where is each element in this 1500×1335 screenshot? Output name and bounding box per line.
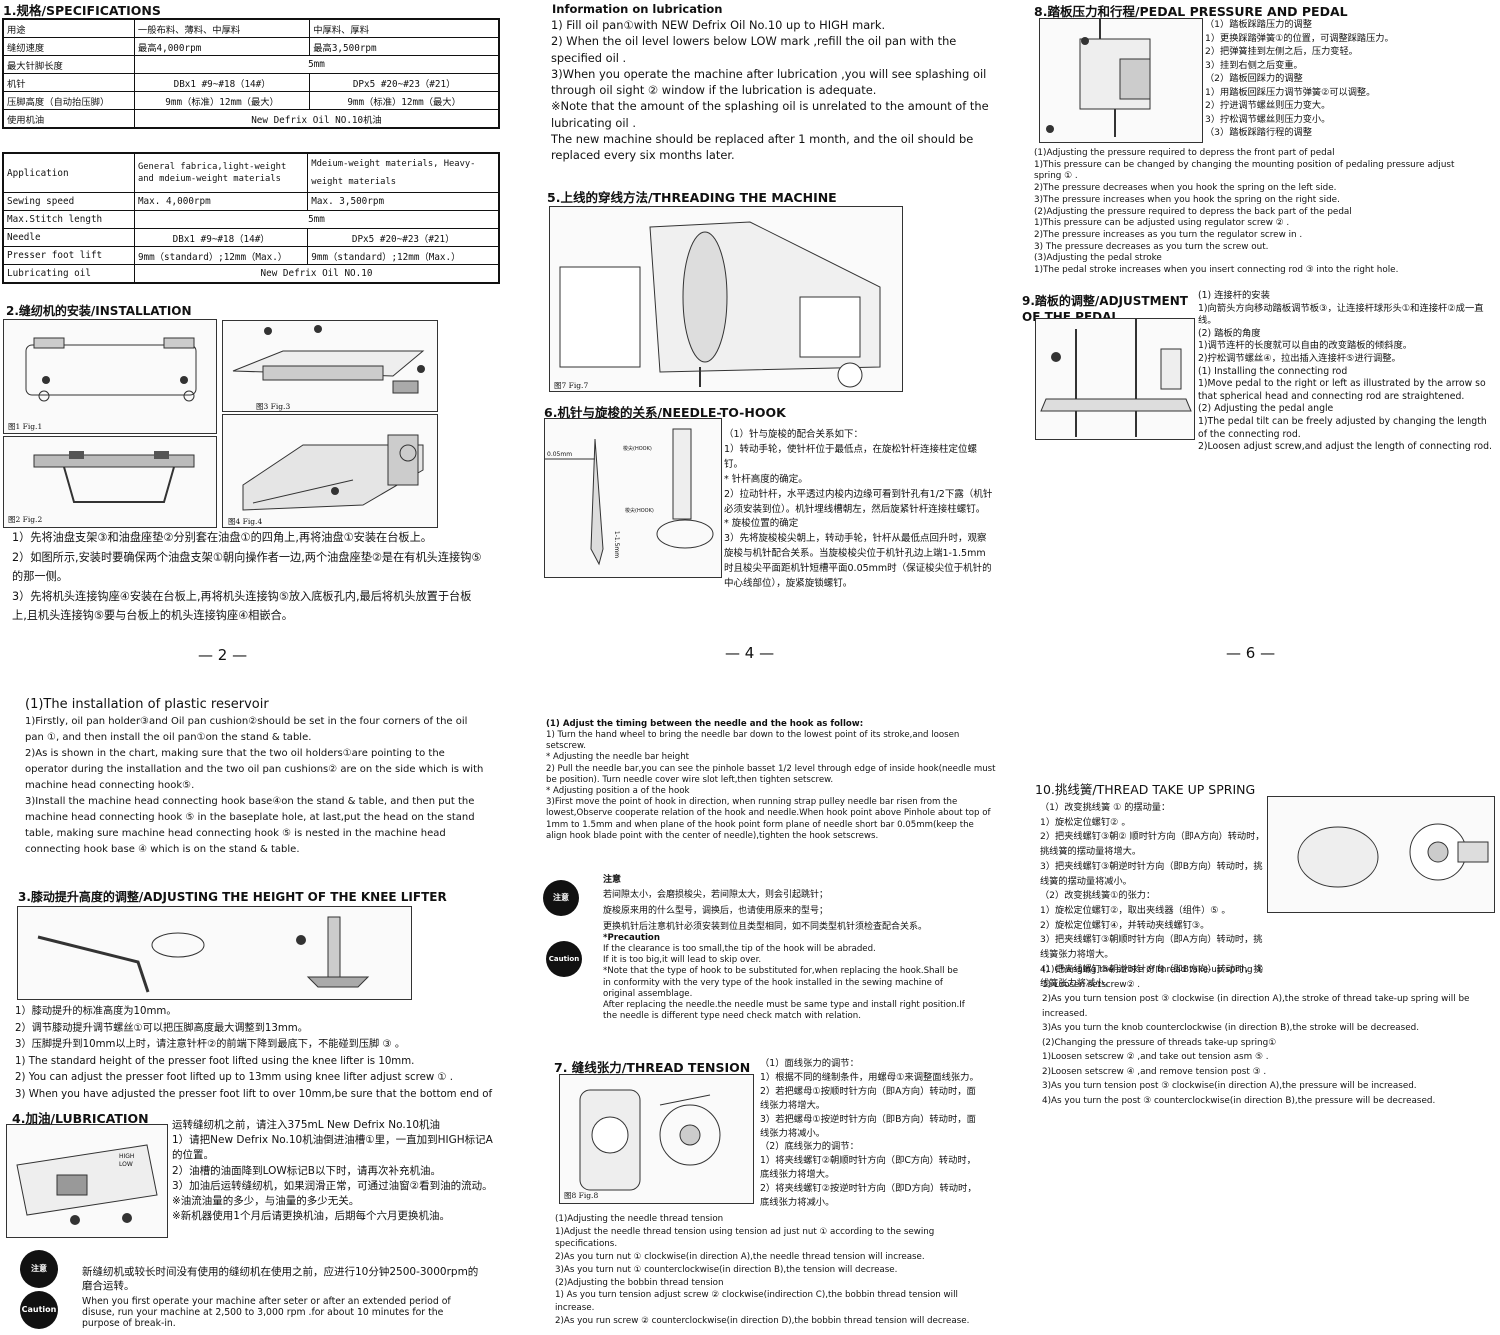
needle-hook-cn: （1）针与旋梭的配合关系如下： 1）转动手轮，使针杆位于最低点，在旋松针杆连接柱… (724, 429, 993, 590)
takeup-en: (1)Changing the stroke of thread take-up… (1042, 965, 1470, 1106)
threading-title: 5.上线的穿线方法/THREADING THE MACHINE (547, 190, 837, 205)
install-title: 2.缝纫机的安装/INSTALLATION (6, 304, 192, 318)
lub-note-en: When you first operate your machine afte… (82, 1296, 451, 1329)
needle-hook-en-title: (1) Adjust the timing between the needle… (546, 719, 864, 729)
lub-note-cn: 新缝纫机或较长时间没有使用的缝纫机在使用之前，应进行10分钟2500-3000r… (82, 1266, 479, 1292)
warning-icon: 注意 (543, 880, 579, 916)
info-lub-text: 1) Fill oil pan①with NEW Defrix Oil No.1… (551, 18, 989, 163)
caution-icon: Caution (546, 941, 582, 977)
pedal-en: (1)Adjusting the pressure required to de… (1034, 148, 1455, 276)
tension-title: 7. 缝线张力/THREAD TENSION (554, 1060, 751, 1075)
reservoir-title: (1)The installation of plastic reservoir (25, 697, 269, 712)
precaution-title: *Precaution (603, 933, 660, 943)
knee-text: 1）膝动提升的标准高度为10mm。 2）调节膝动提升调节螺丝①可以把压脚高度最大… (15, 1006, 493, 1100)
fig-stand-table (222, 320, 438, 412)
page-number-4: — 4 — (725, 644, 775, 662)
fig7-caption: 图7 Fig.7 (554, 381, 589, 390)
pedal-cn: （1）踏板踩踏压力的调整 1）更换踩踏弹簧①的位置，可调整踩踏压力。 2）把弹簧… (1205, 19, 1394, 138)
tension-cn: （1）面线张力的调节： 1）根据不同的缝制条件，用螺母①来调整面线张力。 2）若… (760, 1058, 979, 1209)
takeup-title: 10.挑线簧/THREAD TAKE UP SPRING (1035, 782, 1256, 797)
fig2-caption: 图2 Fig.2 (8, 515, 43, 524)
adjust-pedal-text: (1) 连接杆的安装 1)向箭头方向移动踏板调节板③，让连接杆球形头①和连接杆②… (1198, 290, 1492, 453)
fig-threading (549, 206, 903, 392)
needle-hook-note-cn: 若间隙太小，会磨损梭尖，若间隙太大，则会引起跳针； 旋梭原来用的什么型号，调换后… (603, 890, 928, 932)
lub-title: 4.加油/LUBRICATION (12, 1111, 149, 1126)
fig-oil-pan-top (3, 319, 217, 434)
page-number-2: — 2 — (198, 646, 248, 664)
knee-title: 3.膝动提升高度的调整/ADJUSTING THE HEIGHT OF THE … (18, 890, 447, 904)
needle-hook-en: 1) Turn the hand wheel to bring the need… (546, 730, 996, 841)
caution-icon: Caution (20, 1291, 58, 1329)
clearance-label: 0.05mm (547, 451, 573, 458)
warning-icon: 注意 (20, 1250, 58, 1288)
low-mark: LOW (119, 1161, 133, 1168)
fig-takeup-spring (1267, 796, 1495, 913)
page-number-6: — 6 — (1226, 644, 1276, 662)
fig-thread-tension (559, 1074, 754, 1204)
high-mark: HIGH (119, 1153, 135, 1160)
lub-text-cn: 运转缝纫机之前，请注入375mL New Defrix No.10机油 1）请把… (172, 1119, 493, 1223)
fig-pedal (1039, 18, 1203, 143)
table-row: 压脚高度（自动抬压脚）9mm（标准）12mm（最大）9mm（标准）12mm（最大… (2, 91, 500, 110)
fig-machine-head (222, 414, 438, 528)
fig-oil-pan-section (3, 436, 217, 528)
takeup-cn: （1）改变挑线簧 ① 的摆动量： 1）旋松定位螺钉② 。 2）把夹线螺钉③朝② … (1040, 802, 1265, 990)
fig8-caption: 图8 Fig.8 (564, 1191, 599, 1200)
reservoir-text: 1)Firstly, oil pan holder③and Oil pan cu… (25, 716, 484, 855)
info-lub-title: Information on lubrication (552, 2, 723, 16)
hook-label-top: 梭尖(HOOK) (623, 446, 652, 452)
pedal-title: 8.踏板压力和行程/PEDAL PRESSURE AND PEDAL (1034, 4, 1348, 19)
needle-hook-title: 6.机针与旋梭的关系/NEEDLE-TO-HOOK (544, 405, 786, 420)
fig-pedal-rod (1035, 318, 1195, 440)
note-title: 注意 (603, 875, 622, 885)
precaution-text: If the clearance is too small,the tip of… (603, 944, 965, 1022)
table-row: 用途一般布料、薄料、中厚料中厚料、厚料 (2, 18, 500, 38)
fig4-caption: 图4 Fig.4 (228, 517, 263, 526)
fig3-caption: 图3 Fig.3 (256, 402, 291, 411)
fig1-caption: 图1 Fig.1 (8, 422, 43, 431)
height-label: 1-1.5mm (613, 530, 621, 559)
spec-title: 1.规格/SPECIFICATIONS (3, 3, 161, 18)
hook-label-bottom: 梭尖(HOOK) (625, 508, 654, 514)
fig-needle-hook: 0.05mm 梭尖(HOOK) 梭尖(HOOK) 1-1.5mm (544, 418, 722, 578)
fig-oil-pan: HIGH LOW (6, 1124, 168, 1238)
fig-knee-lifter (17, 906, 412, 1000)
tension-en: (1)Adjusting the needle thread tension 1… (555, 1214, 970, 1326)
install-text-cn: 1）先将油盘支架③和油盘座垫②分别套在油盘①的四角上,再将油盘①安装在台板上。 … (12, 531, 482, 622)
